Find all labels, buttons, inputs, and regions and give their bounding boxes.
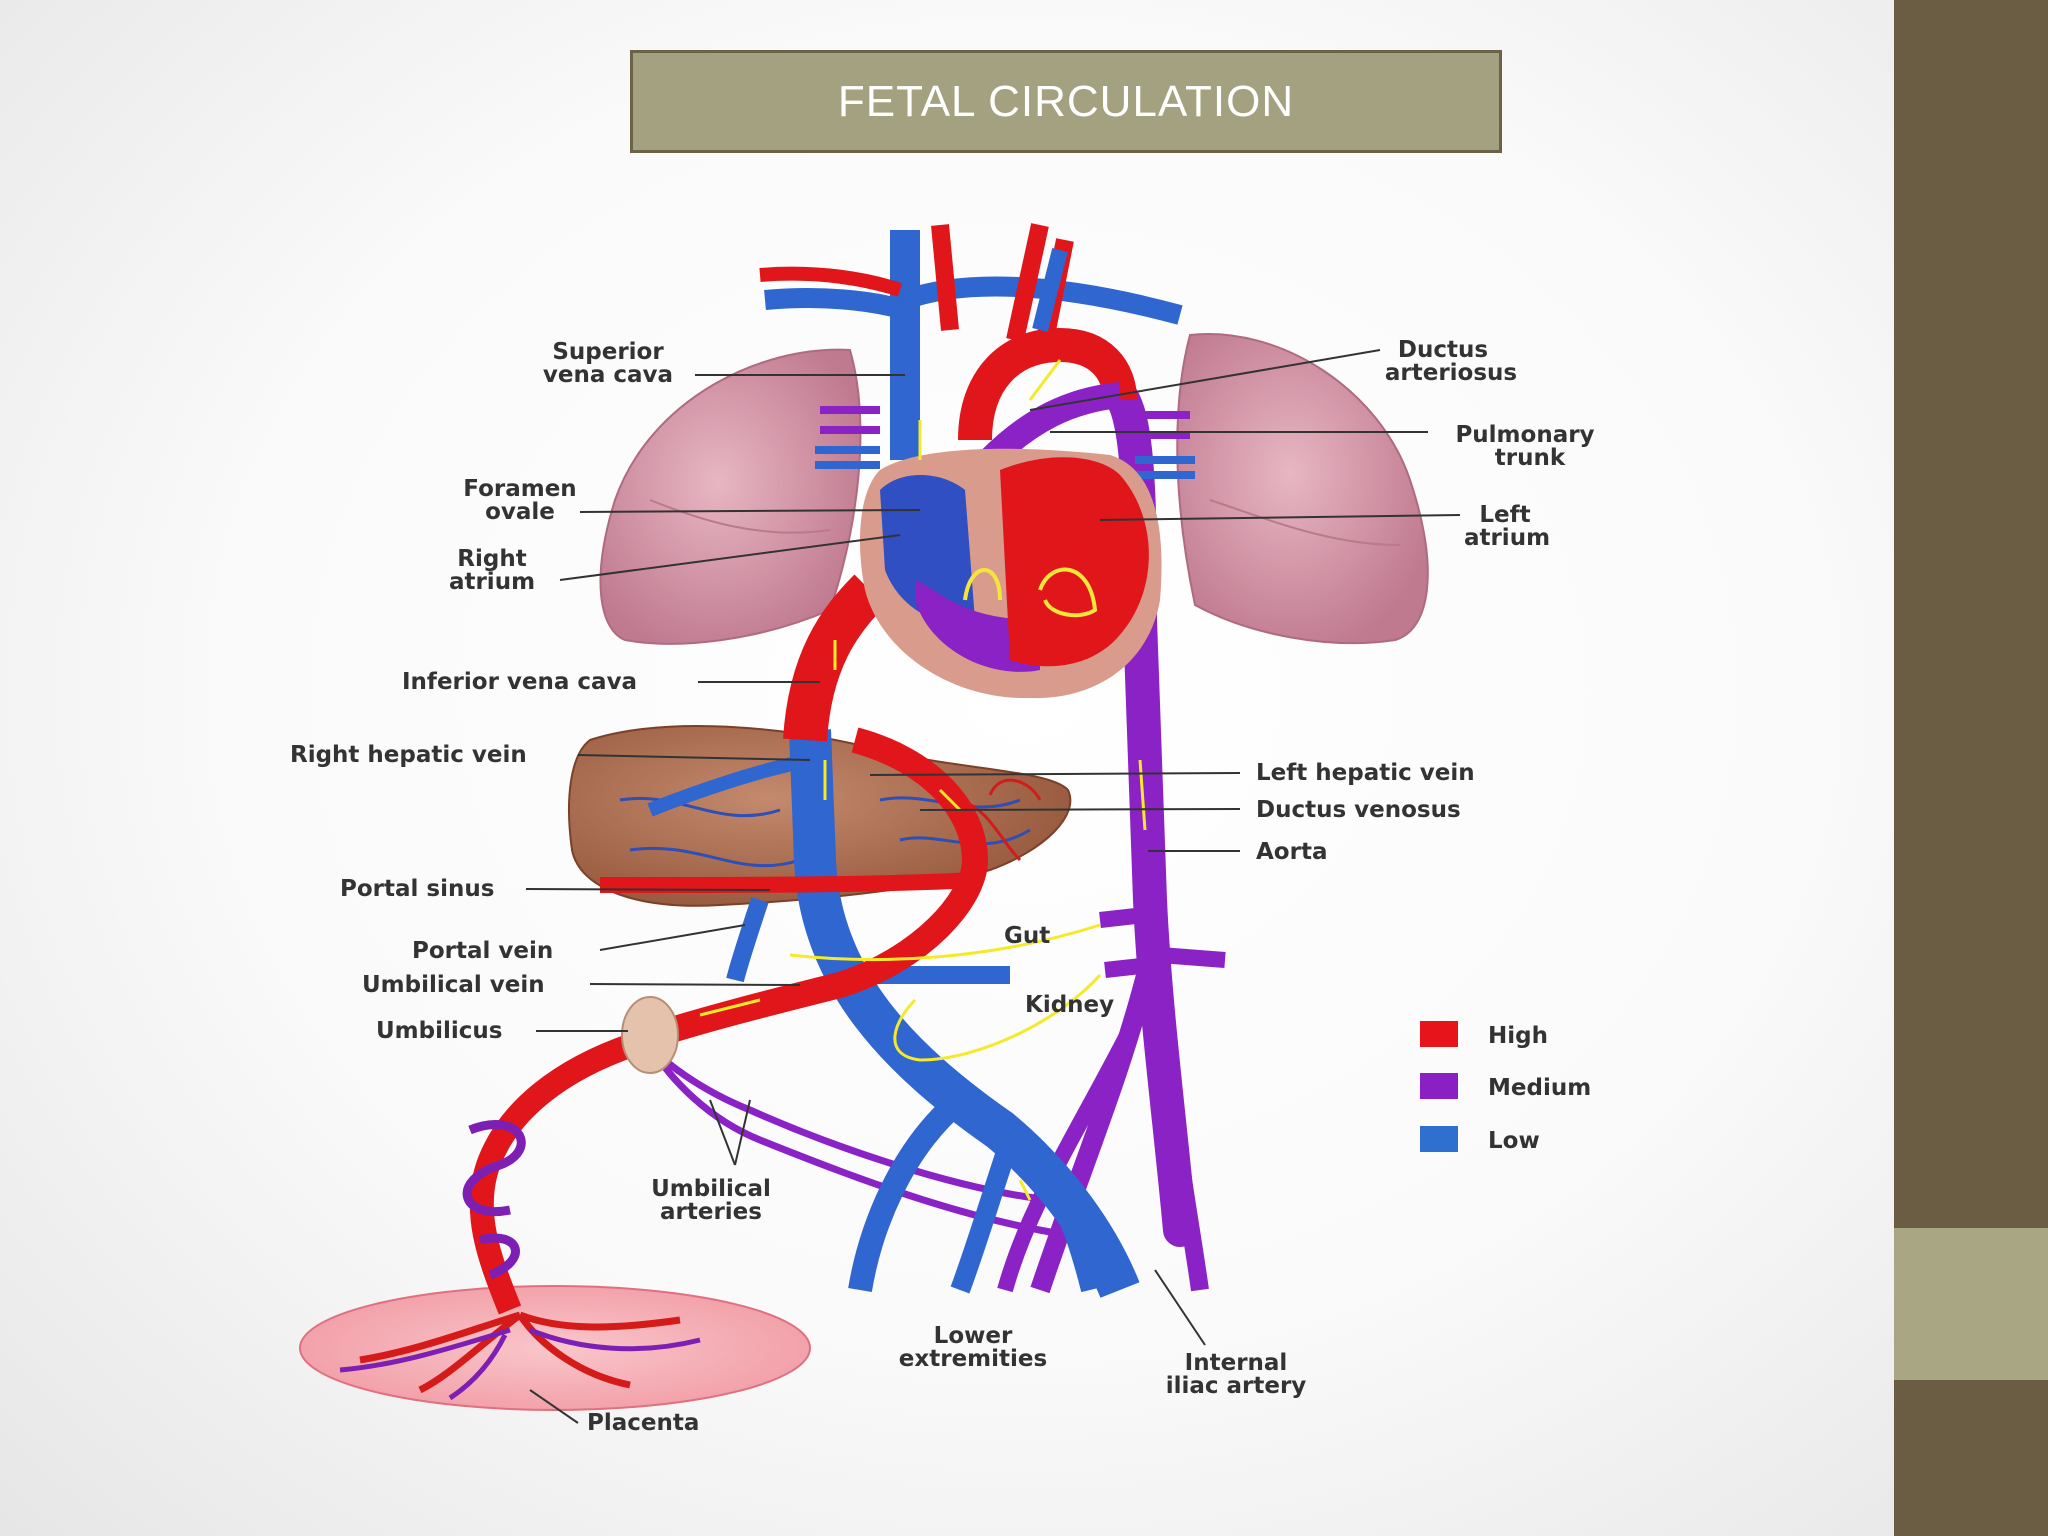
label-umbilicus: Umbilicus <box>376 1018 502 1044</box>
great-vessels <box>759 223 1195 479</box>
slide-title-box: FETAL CIRCULATION <box>630 50 1502 153</box>
label-superior-vena-cava-2: vena cava <box>543 362 673 388</box>
label-internal-iliac-artery-1: Internal <box>1185 1350 1288 1376</box>
label-umbilical-arteries-2: arteries <box>660 1199 762 1225</box>
left-lung <box>1176 333 1429 645</box>
label-left-atrium-2: atrium <box>1464 525 1550 551</box>
label-umbilical-vein: Umbilical vein <box>362 972 545 998</box>
label-ductus-arteriosus-1: Ductus <box>1398 337 1488 363</box>
label-right-atrium-1: Right <box>457 546 526 572</box>
label-inferior-vena-cava: Inferior vena cava <box>402 669 637 695</box>
label-aorta: Aorta <box>1256 839 1327 865</box>
legend-label-high: High <box>1488 1023 1548 1049</box>
flow-arrows <box>699 359 1147 1201</box>
umbilical-vein-vessel <box>462 574 989 1315</box>
label-portal-vein: Portal vein <box>412 938 553 964</box>
label-portal-sinus: Portal sinus <box>340 876 494 902</box>
label-placenta: Placenta <box>587 1410 699 1436</box>
sidebar-light-band <box>1894 1228 2048 1380</box>
leader-lines <box>525 349 1461 1424</box>
label-foramen-ovale-2: ovale <box>485 499 555 525</box>
umbilicus <box>621 996 679 1074</box>
label-lower-extremities-2: extremities <box>899 1346 1047 1372</box>
label-superior-vena-cava-1: Superior <box>552 339 664 365</box>
heart <box>860 448 1162 699</box>
legend: High Medium Low <box>1420 1021 1591 1154</box>
legend-label-medium: Medium <box>1488 1075 1591 1101</box>
label-pulmonary-trunk-2: trunk <box>1495 445 1566 471</box>
label-left-hepatic-vein: Left hepatic vein <box>1256 760 1475 786</box>
label-internal-iliac-artery-2: iliac artery <box>1166 1373 1307 1399</box>
ivc-vessel <box>647 729 1140 1299</box>
legend-label-low: Low <box>1488 1128 1540 1154</box>
placenta <box>299 1285 811 1411</box>
legend-swatch-high <box>1420 1021 1458 1047</box>
label-foramen-ovale-1: Foramen <box>463 476 576 502</box>
label-pulmonary-trunk-1: Pulmonary <box>1455 422 1594 448</box>
label-gut: Gut <box>1004 923 1050 949</box>
slide-title: FETAL CIRCULATION <box>837 76 1295 126</box>
label-left-atrium-1: Left <box>1479 502 1530 528</box>
label-ductus-venosus: Ductus venosus <box>1256 797 1461 823</box>
label-right-atrium-2: atrium <box>449 569 535 595</box>
right-lung <box>599 348 862 645</box>
label-kidney: Kidney <box>1025 992 1114 1018</box>
label-ductus-arteriosus-2: arteriosus <box>1385 360 1517 386</box>
label-lower-extremities-1: Lower <box>934 1323 1013 1349</box>
label-right-hepatic-vein: Right hepatic vein <box>290 742 527 768</box>
label-umbilical-arteries-1: Umbilical <box>651 1176 771 1202</box>
legend-swatch-medium <box>1420 1073 1458 1099</box>
legend-swatch-low <box>1420 1126 1458 1152</box>
